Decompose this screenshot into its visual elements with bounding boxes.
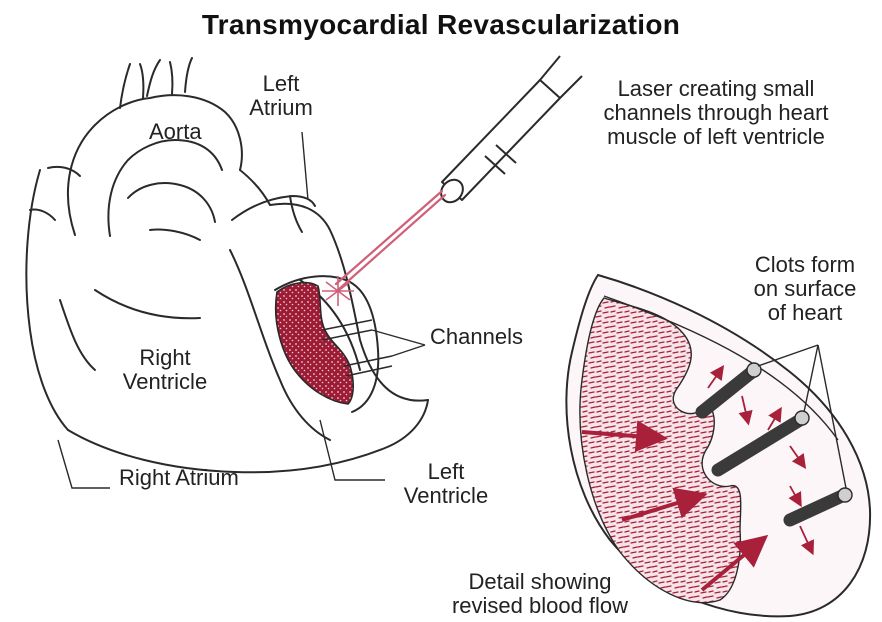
label-channels: Channels [430, 325, 523, 349]
label-laser-line1: Laser creating small [576, 77, 856, 101]
label-detail: Detail showing revised blood flow [440, 570, 640, 618]
label-laser-line2: channels through heart [576, 101, 856, 125]
heart-outline [26, 58, 428, 472]
laser-beam [336, 191, 445, 290]
lv-cutaway-muscle [276, 283, 354, 404]
label-right-ventricle-line2: Ventricle [115, 370, 215, 394]
laser-device [437, 56, 582, 207]
label-left-ventricle: Left Ventricle [391, 460, 501, 508]
label-left-atrium: Left Atrium [246, 72, 316, 120]
label-right-ventricle-line1: Right [115, 346, 215, 370]
label-right-ventricle: Right Ventricle [115, 346, 215, 394]
label-clots-line3: of heart [745, 301, 865, 325]
label-laser-line3: muscle of left ventricle [576, 125, 856, 149]
label-clots-line1: Clots form [745, 253, 865, 277]
label-left-ventricle-line2: Ventricle [391, 484, 501, 508]
detail-view [566, 275, 870, 616]
label-left-atrium-line1: Left [246, 72, 316, 96]
label-aorta: Aorta [149, 120, 202, 144]
label-clots-line2: on surface [745, 277, 865, 301]
label-laser: Laser creating small channels through he… [576, 77, 856, 149]
label-left-atrium-line2: Atrium [246, 96, 316, 120]
label-right-atrium: Right Atrium [119, 466, 239, 490]
label-detail-line1: Detail showing [440, 570, 640, 594]
label-detail-line2: revised blood flow [440, 594, 640, 618]
label-left-ventricle-line1: Left [391, 460, 501, 484]
label-clots: Clots form on surface of heart [745, 253, 865, 325]
